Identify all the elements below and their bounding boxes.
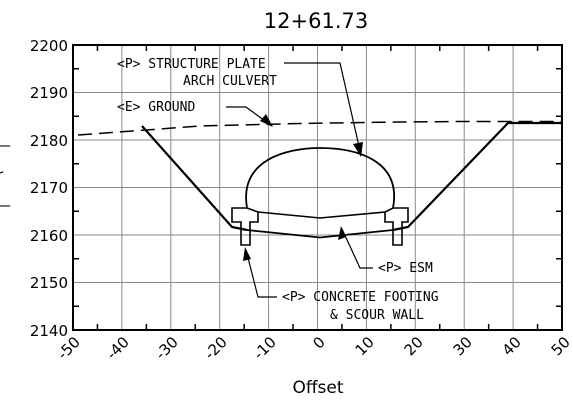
callout-culvert-line2: ARCH CULVERT [183,74,277,89]
callout-footing-leader [245,249,277,298]
right-concrete-footing [384,207,409,246]
y-tick-label: 2150 [30,274,68,292]
callout-culvert-line1: <P> STRUCTURE PLATE [117,57,266,72]
y-tick-labels: 2200 2190 2180 2170 2160 2150 2140 [30,37,68,340]
x-tick-labels: -50 -40 -30 -20 -10 0 10 20 30 40 50 [54,333,573,363]
x-tick-label: -40 [103,333,133,363]
callout-footing: <P> CONCRETE FOOTING & SCOUR WALL [243,247,439,323]
channel-right-slope [392,121,562,232]
existing-ground-line [77,120,562,136]
x-tick-label: 20 [401,333,427,359]
callout-culvert-leader [284,62,362,156]
x-tick-label: -10 [250,333,280,363]
plot-grid [73,45,562,330]
callout-footing-line1: <P> CONCRETE FOOTING [282,290,439,305]
y-tick-label: 2160 [30,227,68,245]
callout-ground: <E> GROUND [117,100,273,127]
channel-left-slope [141,125,248,232]
y-tick-label: 2140 [30,322,68,340]
x-tick-label: 30 [450,333,476,359]
esm-layer [257,211,386,219]
callout-footing-line2: & SCOUR WALL [330,308,424,323]
y-tick-label: 2190 [30,84,68,102]
cropped-ylabel-fragment-2: r [0,166,4,184]
x-tick-label: 10 [352,333,378,359]
cropped-ylabel-fragment-3: — [0,196,11,214]
x-axis-label: Offset [292,378,343,398]
station-title: 12+61.73 [264,9,368,33]
left-concrete-footing [231,207,259,246]
cropped-ylabel-fragment-1: — [0,136,11,154]
callout-esm-leader [341,228,373,269]
arch-culvert-shape [245,147,396,209]
channel-invert [246,229,394,239]
arrowhead-icon [243,247,251,261]
arrowhead-icon [260,114,273,127]
x-tick-label: 50 [548,333,573,359]
y-tick-label: 2200 [30,37,68,55]
plot-frame [72,44,563,331]
x-tick-label: -30 [152,333,182,363]
arrowhead-icon [338,226,346,240]
tick-marks [73,45,562,330]
callout-esm-label: <P> ESM [378,261,433,276]
x-tick-label: 0 [309,333,328,352]
y-tick-label: 2180 [30,132,68,150]
callout-esm: <P> ESM [338,226,433,276]
x-tick-label: 40 [499,333,525,359]
x-tick-label: -20 [201,333,231,363]
callout-ground-label: <E> GROUND [117,100,195,115]
arrowhead-icon [353,142,363,157]
callout-culvert: <P> STRUCTURE PLATE ARCH CULVERT [117,57,363,157]
y-tick-label: 2170 [30,179,68,197]
